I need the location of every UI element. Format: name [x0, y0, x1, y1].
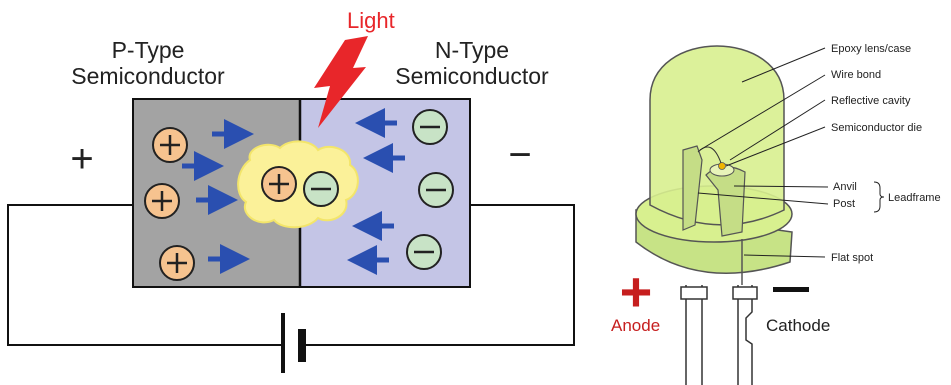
label-flat-spot: Flat spot [831, 252, 873, 264]
label-semiconductor-die: Semiconductor die [831, 122, 922, 134]
hole-icon [159, 245, 195, 281]
p-type-subtitle: Semiconductor [71, 63, 225, 89]
junction-outline [132, 98, 471, 288]
electron-drift-arrows [347, 108, 405, 275]
electron-icon [406, 234, 442, 270]
hole-icon [261, 166, 297, 202]
circuit-wires [7, 204, 575, 346]
light-bolt-icon [314, 36, 368, 128]
positive-terminal-sign: + [70, 137, 93, 181]
label-leadframe: Leadframe [888, 192, 941, 204]
hole-drift-arrows [182, 119, 254, 274]
hole-icon [144, 183, 180, 219]
label-anvil: Anvil [833, 181, 857, 193]
electron-icon [418, 172, 454, 208]
cathode-sign [773, 287, 809, 292]
electron-icon [412, 109, 448, 145]
hole-icon [152, 127, 188, 163]
label-post: Post [833, 198, 855, 210]
anode-label: Anode [611, 316, 660, 335]
label-wire-bond: Wire bond [831, 69, 881, 81]
recombination-glow [237, 140, 359, 229]
negative-terminal-sign: − [508, 133, 531, 177]
callout-lines [697, 47, 829, 258]
leadframe-brace [873, 181, 885, 213]
electron-icon [303, 171, 339, 207]
light-label: Light [347, 8, 395, 33]
cathode-lead [732, 285, 758, 385]
battery-symbol [281, 313, 306, 373]
hole-carriers [144, 127, 297, 281]
anode-sign: + [620, 260, 653, 323]
cathode-label: Cathode [766, 316, 830, 335]
p-type-title: P-Type [112, 37, 185, 63]
led-anatomy-diagram: Epoxy lens/case Wire bond Reflective cav… [611, 43, 941, 385]
electron-carriers [303, 109, 454, 270]
leadframe-post [682, 145, 703, 231]
label-reflective-cavity: Reflective cavity [831, 95, 911, 107]
anode-lead [680, 285, 708, 385]
n-type-title: N-Type [435, 37, 509, 63]
n-type-subtitle: Semiconductor [395, 63, 549, 89]
label-epoxy-lens: Epoxy lens/case [831, 43, 911, 55]
pn-junction-diagram: Light P-Type Semiconductor N-Type Semico… [7, 8, 575, 373]
semiconductor-die [718, 162, 726, 170]
